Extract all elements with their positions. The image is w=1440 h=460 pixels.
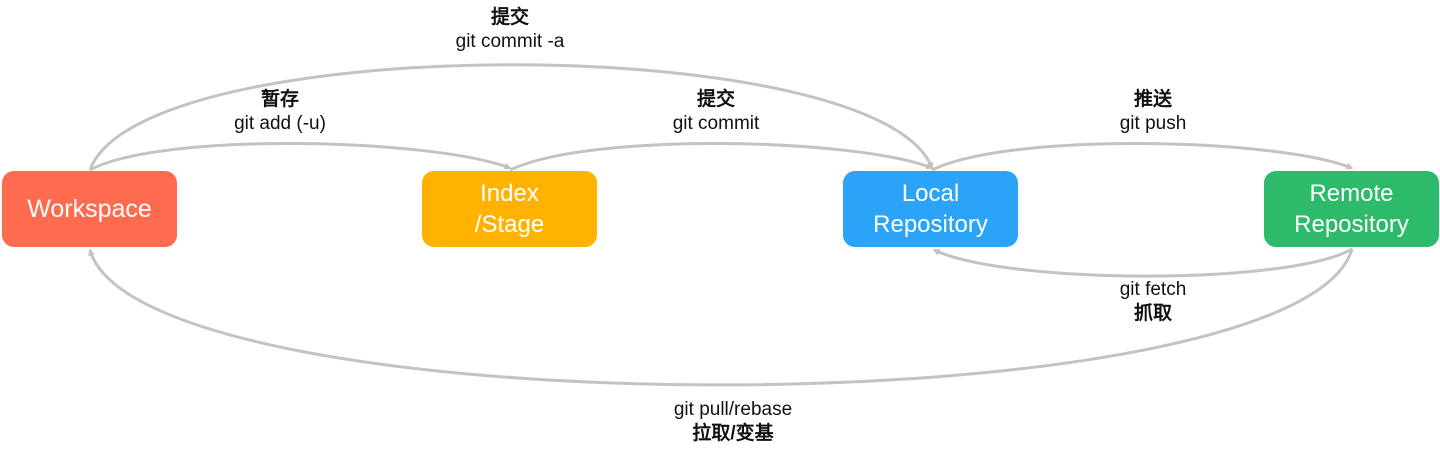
edge-label-commit-all: 提交 git commit -a [390, 6, 630, 54]
edge-label-push-cn: 推送 [1133, 89, 1172, 110]
node-workspace-label: Workspace [27, 194, 152, 223]
edge-label-add-cn: 暂存 [260, 89, 299, 110]
edge-label-fetch: git fetch 抓取 [1033, 278, 1273, 326]
node-index-label-line-1: Index [480, 180, 539, 207]
edge-label-push-cmd: git push [1119, 113, 1187, 134]
edge-local-to-remote [931, 141, 1354, 172]
edge-label-commit-cn: 提交 [696, 89, 735, 110]
node-index-label-line-2: /Stage [474, 211, 545, 238]
edge-label-pull: git pull/rebase 拉取/变基 [613, 398, 853, 446]
edge-label-push: 推送 git push [1033, 88, 1273, 136]
edge-label-commit: 提交 git commit [596, 88, 836, 136]
edge-label-add: 暂存 git add (-u) [160, 88, 400, 136]
edge-remote-to-workspace [88, 248, 1354, 387]
node-workspace: Workspace [2, 171, 177, 247]
node-remote-repository: Remote Repository [1264, 171, 1439, 247]
edge-remote-to-local [932, 247, 1353, 278]
node-remote-label-line-2: Repository [1294, 211, 1409, 238]
node-remote-label-line-1: Remote [1309, 180, 1394, 207]
edge-label-fetch-cn: 抓取 [1133, 303, 1172, 324]
edge-index-to-local [509, 141, 934, 172]
edge-label-commit-all-cn: 提交 [490, 7, 529, 28]
edge-workspace-to-local [88, 63, 934, 171]
edge-label-commit-cmd: git commit [672, 113, 760, 134]
node-local-repository: Local Repository [843, 171, 1018, 247]
edge-label-add-cmd: git add (-u) [234, 113, 326, 134]
edge-label-commit-all-cmd: git commit -a [455, 31, 565, 52]
node-index-stage: Index /Stage [422, 171, 597, 247]
node-local-label-line-1: Local [901, 180, 960, 207]
edge-label-pull-cn: 拉取/变基 [692, 423, 774, 444]
edge-workspace-to-index [89, 141, 512, 172]
edge-label-fetch-cmd: git fetch [1119, 279, 1187, 300]
node-local-label-line-2: Repository [873, 211, 988, 238]
edge-label-pull-cmd: git pull/rebase [673, 399, 793, 420]
